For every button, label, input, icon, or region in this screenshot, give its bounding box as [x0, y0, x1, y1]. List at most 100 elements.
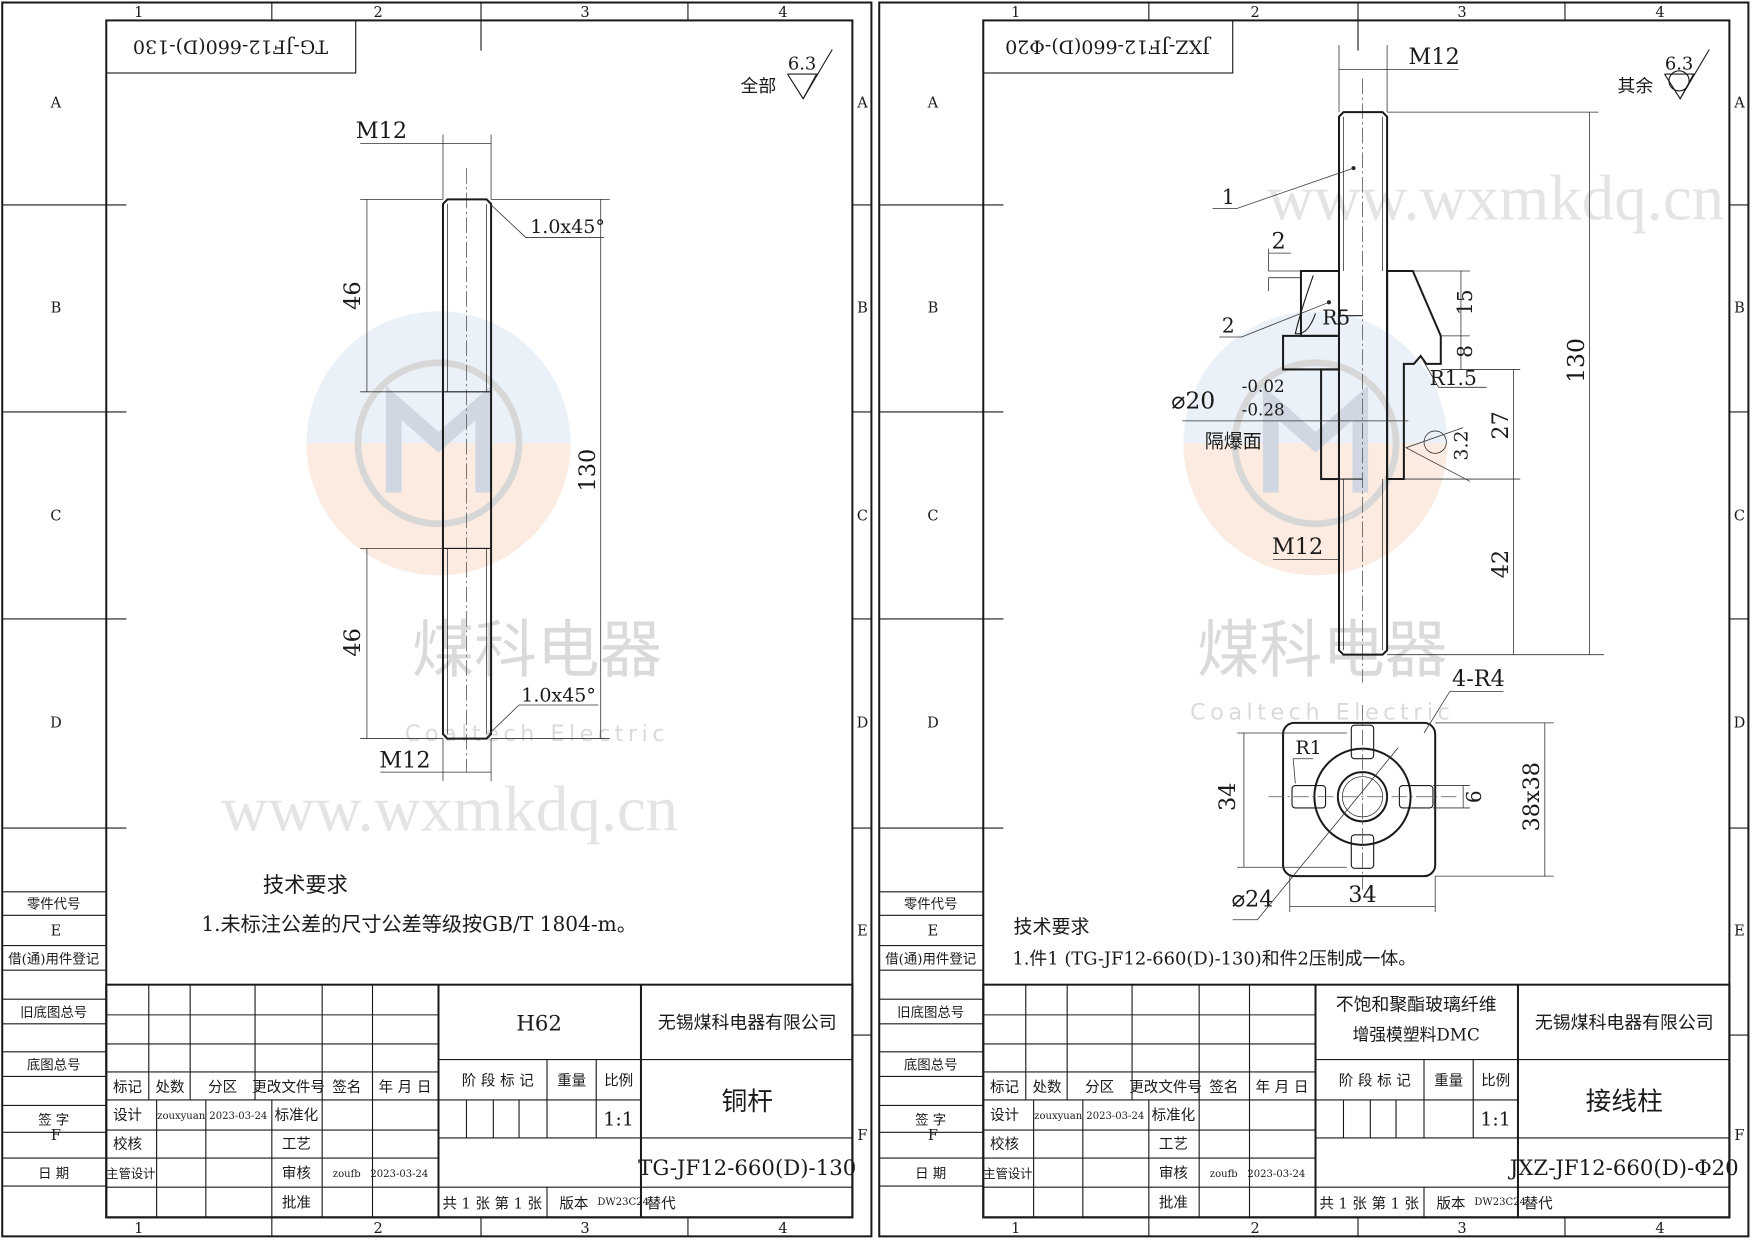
- label-process: 工艺: [1159, 1136, 1188, 1153]
- dim-height-27: 27: [1488, 411, 1514, 439]
- dim-chamfer-bottom: 1.0x45°: [521, 685, 596, 707]
- column-number-top: 2: [373, 5, 382, 21]
- label-review: 审核: [1159, 1165, 1188, 1182]
- label-process: 工艺: [282, 1136, 311, 1153]
- sheet-terminal-post: 煤科电器 Coaltech Electric www.wxmkdq.cn 112…: [878, 1, 1750, 1238]
- row-letter-left: B: [51, 300, 62, 316]
- watermark-en: Coaltech Electric: [1190, 700, 1454, 726]
- label-flameproof-surface: 隔爆面: [1205, 431, 1262, 453]
- dim-square-38x38: 38x38: [1519, 762, 1545, 832]
- label-weight: 重量: [1434, 1072, 1463, 1089]
- label-stage-mark: 阶 段 标 记: [462, 1072, 534, 1089]
- column-number-bottom: 3: [580, 1221, 589, 1237]
- review-date: 2023-03-24: [1247, 1169, 1305, 1180]
- drawing-code: TG-JF12-660(D)-130: [638, 1156, 856, 1181]
- label-stage-mark: 阶 段 标 记: [1339, 1072, 1411, 1089]
- part-drawing-terminal: M12 1 2 2 R5 ⌀20 -0.02 -0.28 隔爆面 15 8: [1171, 44, 1605, 921]
- dim-tolerance-lower: -0.28: [1242, 399, 1285, 419]
- row-letter-right: D: [1734, 715, 1746, 731]
- surface-roughness-value: 6.3: [1665, 54, 1693, 75]
- reviewer-name: zoufb: [333, 1169, 361, 1180]
- row-letter-right: E: [857, 923, 868, 939]
- dim-r1: R1: [1295, 737, 1321, 759]
- column-number-top: 1: [1011, 5, 1020, 21]
- watermark: 煤科电器 Coaltech Electric www.wxmkdq.cn: [221, 311, 678, 845]
- version-value: DW23C24: [597, 1197, 649, 1208]
- dim-r5: R5: [1322, 306, 1350, 330]
- row-letter-left: E: [928, 923, 939, 939]
- part-name: 铜杆: [722, 1087, 773, 1117]
- side-label: 零件代号: [904, 897, 958, 913]
- tech-requirements-title: 技术要求: [263, 873, 348, 898]
- dim-total: 130: [575, 449, 601, 492]
- row-letter-left: D: [927, 715, 939, 731]
- label-approve: 批准: [1159, 1194, 1188, 1211]
- scale-value: 1:1: [603, 1109, 634, 1131]
- dim-width-34-bottom: 34: [1348, 882, 1376, 908]
- scale-value: 1:1: [1480, 1109, 1511, 1131]
- company-name: 无锡煤科电器有限公司: [1535, 1012, 1714, 1033]
- dim-height-42: 42: [1488, 550, 1514, 578]
- side-label: 零件代号: [27, 897, 81, 913]
- tech-requirement-1: 1.未标注公差的尺寸公差等级按GB/T 1804-m。: [201, 912, 637, 936]
- watermark-cn: 煤科电器: [1197, 613, 1448, 686]
- column-number-bottom: 1: [1011, 1221, 1020, 1237]
- side-label: 旧底图总号: [897, 1005, 964, 1021]
- row-letter-right: F: [1734, 1128, 1744, 1144]
- label-scale: 比例: [1481, 1072, 1510, 1089]
- row-letter-right: A: [856, 96, 868, 112]
- column-number-bottom: 4: [778, 1221, 787, 1237]
- column-number-top: 4: [1655, 5, 1664, 21]
- label-design: 设计: [113, 1107, 142, 1124]
- row-letter-left: D: [50, 715, 62, 731]
- row-letter-left: F: [51, 1128, 61, 1144]
- sheet-count: 共 1 张 第 1 张: [1319, 1194, 1419, 1212]
- dim-roughness-3-2: 3.2: [1451, 430, 1473, 460]
- drawing-number-flipped: JXZ-JF12-660(D)-Φ20: [1005, 36, 1212, 58]
- label-weight: 重量: [557, 1072, 586, 1089]
- material: H62: [516, 1012, 562, 1037]
- title-block-header: 标记: [113, 1079, 142, 1096]
- watermark-url: www.wxmkdq.cn: [221, 773, 678, 845]
- sheet-count: 共 1 张 第 1 张: [442, 1194, 542, 1212]
- dim-thread-bottom: M12: [1272, 534, 1323, 560]
- material-line-2: 增强模塑料DMC: [1353, 1025, 1480, 1045]
- side-label: 日 期: [915, 1166, 946, 1182]
- surface-finish-label: 其余: [1618, 76, 1654, 97]
- label-version: 版本: [1436, 1195, 1466, 1212]
- dim-tolerance-upper: -0.02: [1242, 376, 1285, 396]
- dim-thread-bottom: M12: [379, 748, 430, 774]
- side-label: 签 字: [38, 1111, 69, 1128]
- label-chief-design: 主管设计: [106, 1166, 155, 1181]
- tech-requirement-1: 1.件1 (TG-JF12-660(D)-130)和件2压制成一体。: [1012, 949, 1416, 970]
- column-number-bottom: 1: [134, 1221, 143, 1237]
- dim-thread-top: M12: [1408, 44, 1459, 70]
- drawing-code: JXZ-JF12-660(D)-Φ20: [1508, 1156, 1739, 1181]
- row-letter-right: A: [1733, 96, 1745, 112]
- row-letter-right: E: [1734, 923, 1745, 939]
- label-chief-design: 主管设计: [983, 1166, 1032, 1181]
- row-letter-left: C: [927, 508, 938, 524]
- version-value: DW23C24: [1474, 1197, 1526, 1208]
- side-label: 底图总号: [27, 1058, 81, 1074]
- side-label: 旧底图总号: [20, 1005, 87, 1021]
- row-letter-left: F: [928, 1128, 938, 1144]
- label-version: 版本: [559, 1195, 589, 1212]
- column-number-top: 3: [1457, 5, 1466, 21]
- dim-height-15: 15: [1453, 290, 1477, 316]
- tech-requirements-title: 技术要求: [1013, 916, 1089, 938]
- surface-finish-label: 全部: [741, 76, 777, 97]
- title-block-header: 分区: [208, 1079, 237, 1096]
- reviewer-name: zoufb: [1210, 1169, 1238, 1180]
- side-label: 底图总号: [904, 1058, 958, 1074]
- label-scale: 比例: [604, 1072, 633, 1089]
- designer-name: zouxyuan: [157, 1111, 206, 1122]
- row-letter-right: C: [1734, 508, 1745, 524]
- dim-r1-5: R1.5: [1430, 366, 1477, 390]
- dim-height-8: 8: [1453, 345, 1477, 358]
- surface-roughness-value: 6.3: [788, 54, 816, 75]
- row-letter-left: A: [927, 96, 939, 112]
- material-line-1: 不饱和聚酯玻璃纤维: [1336, 994, 1497, 1015]
